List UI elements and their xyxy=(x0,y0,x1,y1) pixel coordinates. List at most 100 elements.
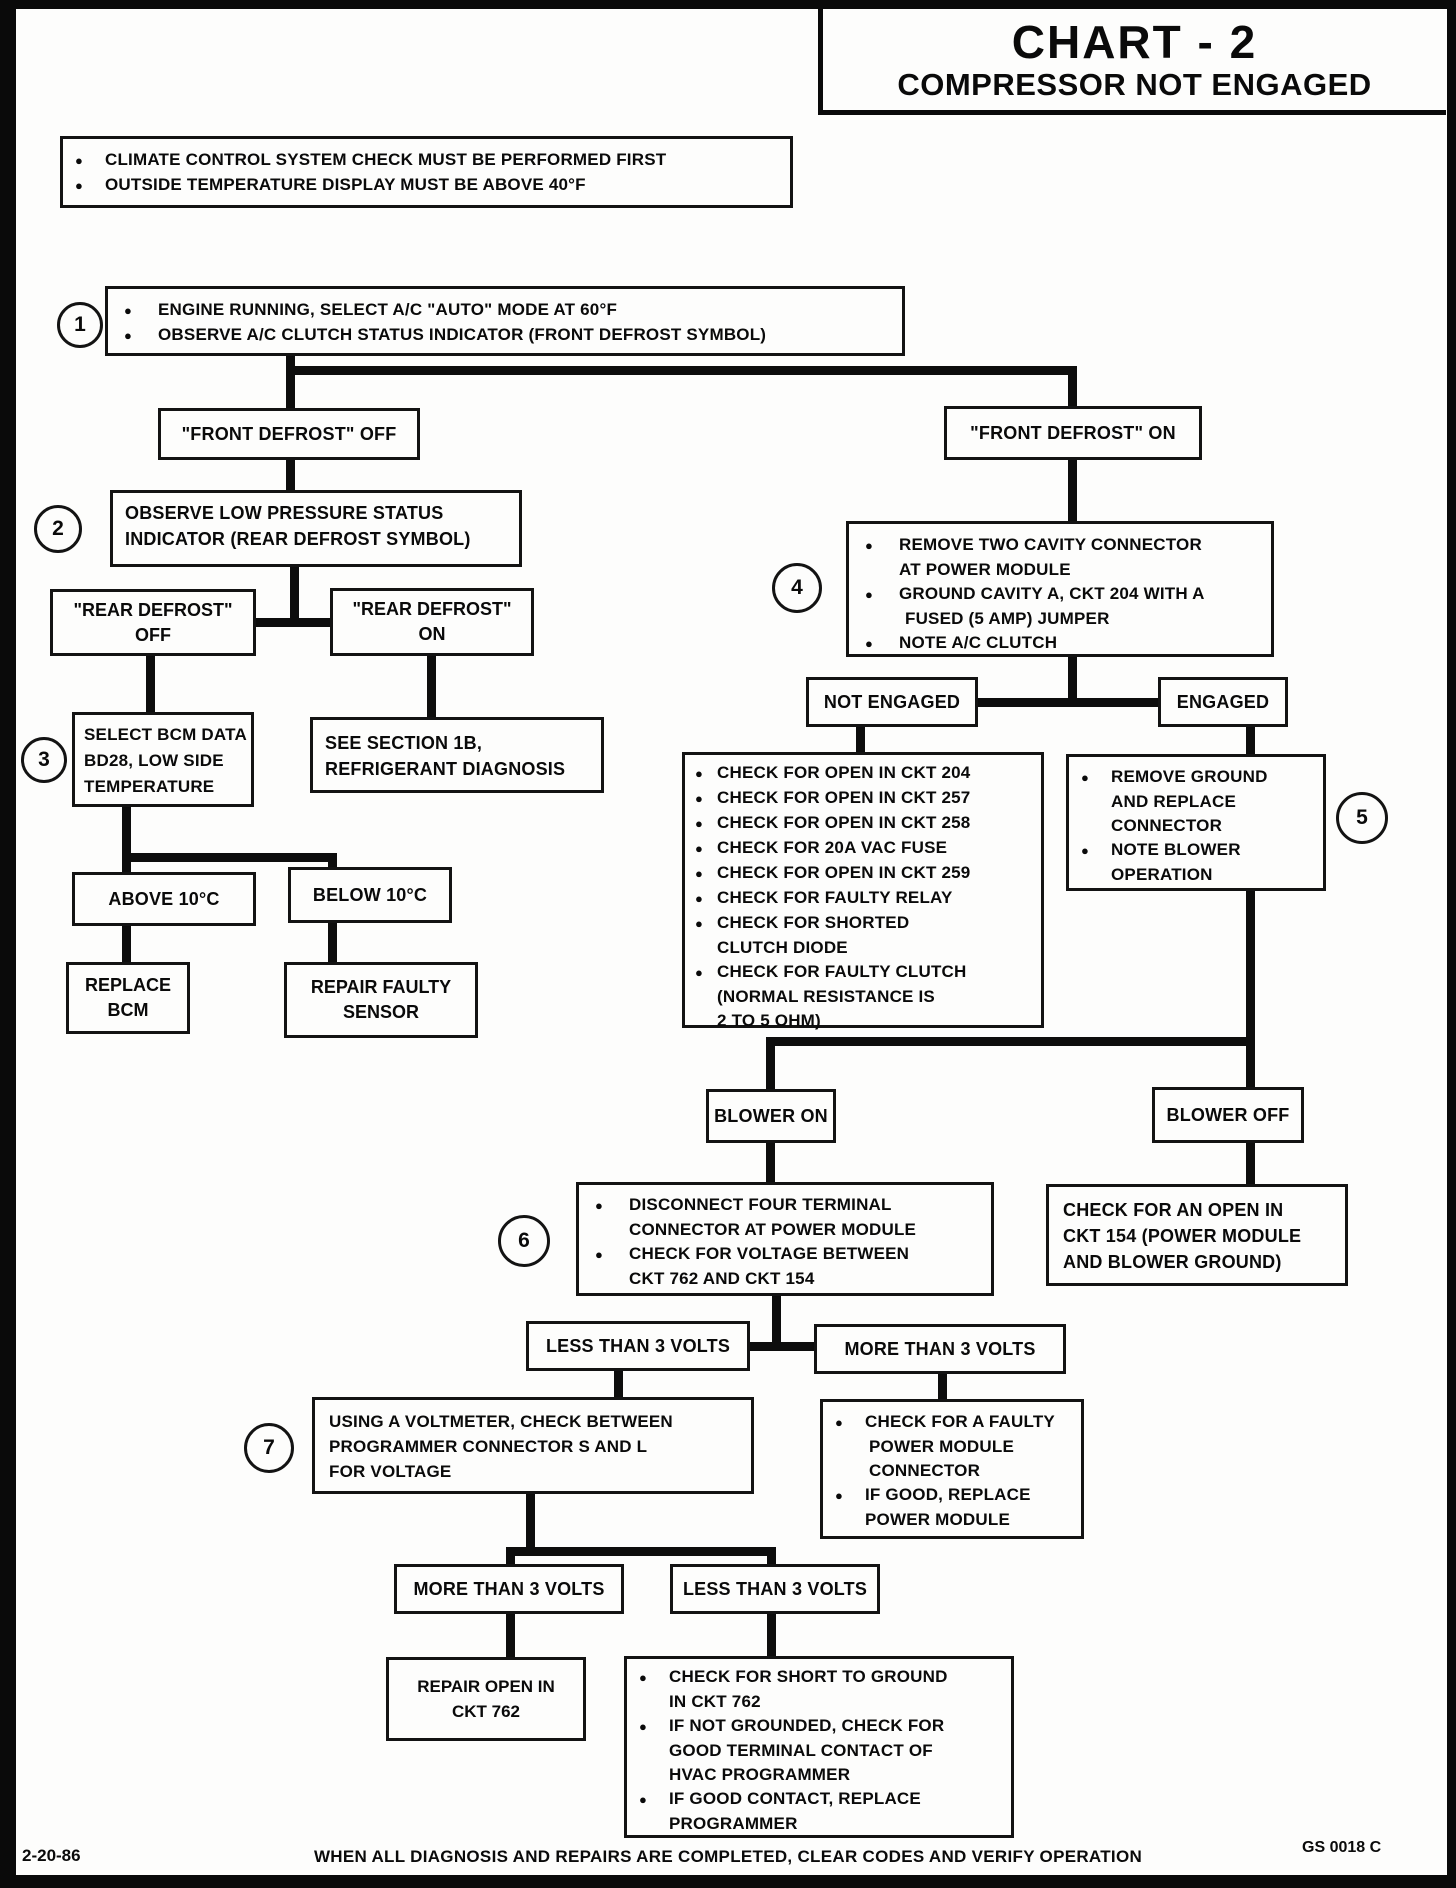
list-item: CHECK FOR FAULTY RELAY xyxy=(695,886,1033,911)
bullet-icon xyxy=(695,836,717,861)
text-line: REPAIR FAULTY xyxy=(310,977,452,997)
step-circle-6: 6 xyxy=(498,1215,550,1267)
node-step3-action: SELECT BCM DATA BD28, LOW SIDE TEMPERATU… xyxy=(72,712,254,807)
page-subtitle: COMPRESSOR NOT ENGAGED xyxy=(897,66,1372,102)
step-number: 6 xyxy=(518,1229,530,1252)
text-line: USING A VOLTMETER, CHECK BETWEEN xyxy=(329,1412,673,1431)
branch-not-engaged: NOT ENGAGED xyxy=(806,677,978,727)
edge-lt3b-down xyxy=(767,1614,776,1656)
branch-label: "FRONT DEFROST" OFF xyxy=(181,423,397,444)
list-item: IF GOOD CONTACT, REPLACE xyxy=(635,1787,1003,1812)
list-item: AT POWER MODULE xyxy=(899,560,1071,579)
list-item: POWER MODULE xyxy=(865,1510,1011,1529)
list-item: REMOVE TWO CAVITY CONNECTOR xyxy=(857,533,1263,558)
node-preconditions: CLIMATE CONTROL SYSTEM CHECK MUST BE PER… xyxy=(60,136,793,208)
bullet-icon xyxy=(695,886,717,911)
list-item: CHECK FOR FAULTY CLUTCH xyxy=(695,960,1033,985)
list-item: PROGRAMMER xyxy=(669,1814,798,1833)
text-line: SENSOR xyxy=(342,1002,420,1022)
text-line: TEMPERATURE xyxy=(84,777,215,796)
edge-temp-bar xyxy=(122,853,337,862)
edge-rdoff-step3 xyxy=(146,656,155,712)
node-check-list: CHECK FOR OPEN IN CKT 204 CHECK FOR OPEN… xyxy=(682,752,1044,1030)
edge-bloweroff-ckt154 xyxy=(1246,1143,1255,1184)
edge-rdon-sec1b xyxy=(427,656,436,717)
branch-label: MORE THAN 3 VOLTS xyxy=(413,1578,605,1599)
branch-label: MORE THAN 3 VOLTS xyxy=(844,1338,1036,1359)
list-item: CONNECTOR AT POWER MODULE xyxy=(629,1220,917,1239)
bullet-icon xyxy=(695,911,717,936)
edge-volts-bar-2 xyxy=(506,1547,776,1556)
bullet-icon xyxy=(695,861,717,886)
branch-below-10c: BELOW 10°C xyxy=(288,867,452,923)
bullet-icon xyxy=(831,1410,865,1435)
branch-label: BLOWER OFF xyxy=(1166,1104,1290,1125)
bullet-icon xyxy=(635,1787,669,1812)
list-item: REMOVE GROUND xyxy=(1077,765,1315,790)
edge-mt3b-down xyxy=(506,1614,515,1657)
text-line: SEE SECTION 1B, xyxy=(325,733,483,753)
edge-above10-down xyxy=(122,926,131,962)
edge-notengaged-down xyxy=(856,727,865,752)
step-number: 3 xyxy=(38,748,50,771)
list-item: CHECK FOR OPEN IN CKT 258 xyxy=(695,811,1033,836)
bullet-icon xyxy=(857,631,899,656)
text-line: REFRIGERANT DIAGNOSIS xyxy=(325,759,566,779)
list-item: CLIMATE CONTROL SYSTEM CHECK MUST BE PER… xyxy=(71,148,782,173)
text-line: OBSERVE LOW PRESSURE STATUS xyxy=(125,503,444,523)
branch-front-defrost-on: "FRONT DEFROST" ON xyxy=(944,406,1202,460)
page-title: CHART - 2 xyxy=(1011,15,1258,68)
node-repair-ckt762: REPAIR OPEN IN CKT 762 xyxy=(386,1657,586,1741)
list-item: OUTSIDE TEMPERATURE DISPLAY MUST BE ABOV… xyxy=(71,173,782,198)
list-item: CHECK FOR OPEN IN CKT 257 xyxy=(695,786,1033,811)
edge-to-fd-off xyxy=(286,366,295,408)
node-step2-action: OBSERVE LOW PRESSURE STATUS INDICATOR (R… xyxy=(110,490,522,567)
list-item: NOTE BLOWER xyxy=(1077,838,1315,863)
step-number: 7 xyxy=(263,1436,275,1459)
edge-to-mt3b xyxy=(506,1547,515,1564)
list-item: GOOD TERMINAL CONTACT OF xyxy=(669,1741,933,1760)
list-item: CHECK FOR VOLTAGE BETWEEN xyxy=(587,1242,983,1267)
step-circle-1: 1 xyxy=(57,302,103,348)
branch-above-10c: ABOVE 10°C xyxy=(72,872,256,926)
node-step5-action: REMOVE GROUND AND REPLACE CONNECTOR NOTE… xyxy=(1066,754,1326,891)
edge-to-fd-on xyxy=(1068,366,1077,406)
edge-blower-bar xyxy=(766,1037,1255,1046)
list-item: GROUND CAVITY A, CKT 204 WITH A xyxy=(857,582,1263,607)
step-number: 2 xyxy=(52,517,64,540)
list-item: CONNECTOR xyxy=(1111,816,1223,835)
edge-lt3a-step7 xyxy=(614,1371,623,1397)
edge-step2-down xyxy=(290,567,299,627)
list-item: IF NOT GROUNDED, CHECK FOR xyxy=(635,1714,1003,1739)
list-item: 2 TO 5 OHM) xyxy=(717,1011,821,1030)
bullet-icon xyxy=(695,761,717,786)
step-circle-3: 3 xyxy=(21,737,67,783)
list-item: NOTE A/C CLUTCH xyxy=(857,631,1263,656)
edge-step7-down xyxy=(526,1494,535,1551)
list-item: AND REPLACE xyxy=(1111,792,1236,811)
text-line: REPAIR OPEN IN xyxy=(417,1677,555,1696)
edge-mt3a-faultypm xyxy=(938,1374,947,1399)
bullet-icon xyxy=(116,323,158,348)
branch-label: LESS THAN 3 VOLTS xyxy=(682,1578,868,1599)
branch-label: "REAR DEFROST" xyxy=(73,599,233,620)
list-item: FUSED (5 AMP) JUMPER xyxy=(905,609,1110,628)
list-item: CHECK FOR A FAULTY xyxy=(831,1410,1073,1435)
footer-note: WHEN ALL DIAGNOSIS AND REPAIRS ARE COMPL… xyxy=(313,1847,1143,1866)
node-faulty-power-module: CHECK FOR A FAULTY POWER MODULE CONNECTO… xyxy=(820,1399,1084,1539)
branch-rear-defrost-off: "REAR DEFROST" OFF xyxy=(50,589,256,656)
list-item: OBSERVE A/C CLUTCH STATUS INDICATOR (FRO… xyxy=(116,323,894,348)
bullet-icon xyxy=(695,786,717,811)
edge-engaged-down xyxy=(1246,727,1255,754)
bullet-icon xyxy=(71,173,105,198)
edge-bloweron-step6 xyxy=(766,1143,775,1182)
edge-to-lt3b xyxy=(767,1547,776,1564)
list-item: CHECK FOR SHORTED xyxy=(695,911,1033,936)
list-item: IF GOOD, REPLACE xyxy=(831,1483,1073,1508)
list-item: CHECK FOR OPEN IN CKT 259 xyxy=(695,861,1033,886)
branch-label: NOT ENGAGED xyxy=(823,691,961,712)
text-line: BCM xyxy=(107,1000,149,1020)
text-line: CKT 762 xyxy=(451,1702,521,1721)
branch-less-than-3-volts-2: LESS THAN 3 VOLTS xyxy=(670,1564,880,1614)
